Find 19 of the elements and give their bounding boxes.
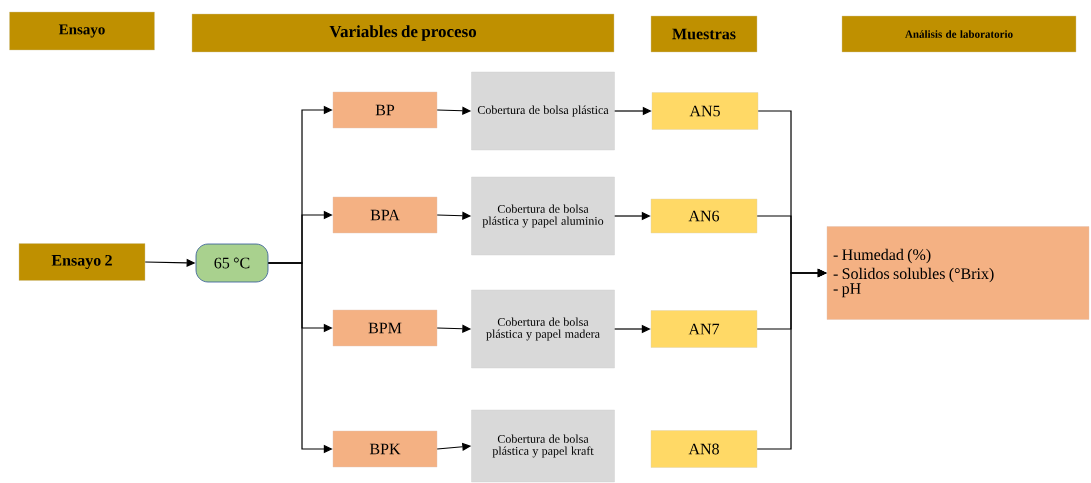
treatment-box: BPM — [332, 309, 438, 347]
sample-box: AN8 — [650, 430, 758, 468]
cover-box: Cobertura de bolsa plástica y papel kraft — [471, 409, 615, 483]
treatment-box: BPA — [332, 196, 438, 234]
analysis-box: - Humedad (%) - Solidos solubles (°Brix) - pH — [826, 226, 1090, 320]
trial-box: Ensayo 2 — [18, 243, 146, 281]
header-band: Análisis de laboratorio — [841, 15, 1077, 53]
sample-box: AN7 — [650, 310, 758, 348]
header-band: Ensayo — [9, 11, 155, 51]
cover-box: Cobertura de bolsa plástica y papel aluminio — [471, 176, 615, 256]
cover-box: Cobertura de bolsa plástica y papel madera — [471, 289, 615, 369]
cover-box: Cobertura de bolsa plástica — [471, 71, 615, 151]
sample-box: AN6 — [650, 198, 758, 234]
treatment-box: BPK — [332, 430, 438, 468]
temperature-pill: 65 °C — [195, 243, 269, 283]
header-band: Variables de proceso — [191, 13, 615, 53]
sample-box: AN5 — [651, 92, 759, 130]
treatment-box: BP — [332, 91, 438, 129]
header-band: Muestras — [650, 15, 758, 53]
